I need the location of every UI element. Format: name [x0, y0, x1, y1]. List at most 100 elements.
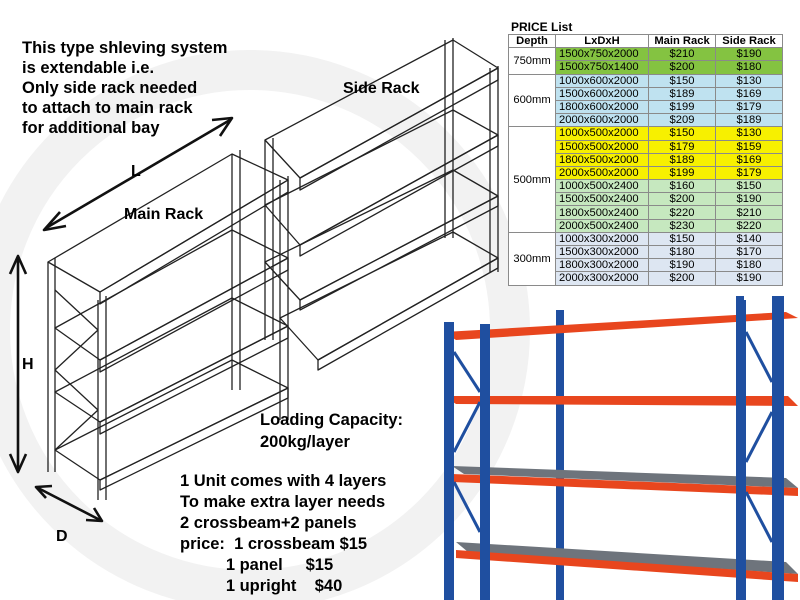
size-cell: 2000x300x2000 [555, 271, 649, 286]
depth-cell: 500mm [508, 126, 556, 233]
side-cell: $169 [715, 86, 783, 101]
side-cell: $180 [715, 60, 783, 75]
table-row: 1500x300x2000$180$170 [509, 244, 783, 260]
unit-line: 1 panel $15 [180, 556, 334, 574]
side-cell: $169 [715, 152, 783, 167]
main-cell: $150 [648, 73, 716, 88]
side-cell: $130 [715, 73, 783, 88]
main-rack-drawing [47, 150, 289, 500]
loading-capacity-label: Loading Capacity: [260, 411, 404, 429]
rack-photo [444, 296, 798, 600]
table-row: 1800x300x2000$190$180 [509, 258, 783, 273]
unit-info: 1 Unit comes with 4 layers To make extra … [180, 471, 386, 597]
intro-line: This type shleving system [22, 39, 228, 57]
size-cell: 1500x500x2000 [555, 139, 649, 154]
side-cell: $189 [715, 113, 783, 128]
dimension-arrows [8, 116, 234, 523]
size-cell: 1800x500x2000 [555, 152, 649, 167]
side-cell: $159 [715, 139, 783, 154]
side-cell: $220 [715, 218, 783, 233]
main-cell: $199 [648, 99, 716, 115]
main-rack-label: Main Rack [124, 206, 204, 223]
main-cell: $230 [648, 218, 716, 233]
unit-line: 2 crossbeam+2 panels [180, 514, 357, 532]
unit-line: 1 upright $40 [180, 577, 343, 595]
loading-capacity: Loading Capacity: 200kg/layer [260, 409, 403, 453]
side-cell: $190 [715, 192, 783, 207]
table-row: 1000x500x2400$160$150 [509, 179, 783, 194]
table-row: 2000x500x2000$199$179 [509, 165, 783, 181]
main-cell: $210 [648, 47, 716, 62]
intro-line: is extendable i.e. [22, 59, 155, 77]
side-cell: $190 [715, 47, 783, 62]
main-cell: $180 [648, 244, 716, 260]
size-cell: 1500x500x2400 [555, 192, 649, 207]
main-cell: $199 [648, 165, 716, 181]
side-rack-label: Side Rack [343, 80, 420, 97]
side-cell: $179 [715, 165, 783, 181]
main-cell: $150 [648, 126, 716, 141]
intro-text: This type shleving system is extendable i… [22, 38, 227, 138]
price-list-title: PRICE List [511, 20, 573, 34]
size-cell: 1500x750x2000 [555, 47, 649, 62]
table-header-cell: Depth [508, 33, 556, 49]
depth-cell: 600mm [508, 73, 556, 128]
table-row: 2000x300x2000$200$190 [509, 271, 783, 286]
table-row: 1500x600x2000$189$169 [509, 86, 783, 101]
table-row: 1500x750x1400$200$180 [509, 60, 783, 75]
unit-line: 1 Unit comes with 4 layers [180, 472, 387, 490]
side-cell: $180 [715, 258, 783, 273]
size-cell: 1000x500x2000 [555, 126, 649, 141]
depth-cell: 750mm [508, 47, 556, 75]
main-cell: $209 [648, 113, 716, 128]
depth-label: D [56, 528, 68, 545]
side-cell: $179 [715, 99, 783, 115]
main-cell: $200 [648, 60, 716, 75]
main-cell: $160 [648, 179, 716, 194]
size-cell: 2000x500x2000 [555, 165, 649, 181]
size-cell: 1000x500x2400 [555, 179, 649, 194]
main-cell: $220 [648, 205, 716, 220]
size-cell: 1500x300x2000 [555, 244, 649, 260]
table-row: 1800x500x2000$189$169 [509, 152, 783, 167]
height-label: H [22, 356, 34, 373]
depth-cell: 300mm [508, 231, 556, 286]
table-row: 2000x600x2000$209$189 [509, 113, 783, 128]
side-cell: $130 [715, 126, 783, 141]
side-cell: $150 [715, 179, 783, 194]
size-cell: 1800x600x2000 [555, 99, 649, 115]
side-cell: $140 [715, 231, 783, 247]
main-cell: $150 [648, 231, 716, 247]
intro-line: for additional bay [22, 119, 160, 137]
size-cell: 2000x600x2000 [555, 113, 649, 128]
length-label: L [131, 163, 141, 180]
main-cell: $189 [648, 86, 716, 101]
size-cell: 1800x500x2400 [555, 205, 649, 220]
unit-line: price: 1 crossbeam $15 [180, 535, 368, 553]
main-cell: $200 [648, 271, 716, 286]
side-rack-drawing [264, 38, 499, 371]
size-cell: 1000x300x2000 [555, 231, 649, 247]
main-cell: $200 [648, 192, 716, 207]
table-row: 1800x600x2000$199$179 [509, 99, 783, 115]
side-cell: $170 [715, 244, 783, 260]
table-header-cell: Main Rack [648, 33, 716, 49]
size-cell: 1000x600x2000 [555, 73, 649, 88]
side-cell: $190 [715, 271, 783, 286]
intro-line: Only side rack needed [22, 79, 198, 97]
main-cell: $179 [648, 139, 716, 154]
intro-line: to attach to main rack [22, 99, 193, 117]
table-header-cell: Side Rack [715, 33, 783, 49]
size-cell: 1500x600x2000 [555, 86, 649, 101]
main-cell: $189 [648, 152, 716, 167]
side-cell: $210 [715, 205, 783, 220]
size-cell: 1800x300x2000 [555, 258, 649, 273]
unit-line: To make extra layer needs [180, 493, 386, 511]
